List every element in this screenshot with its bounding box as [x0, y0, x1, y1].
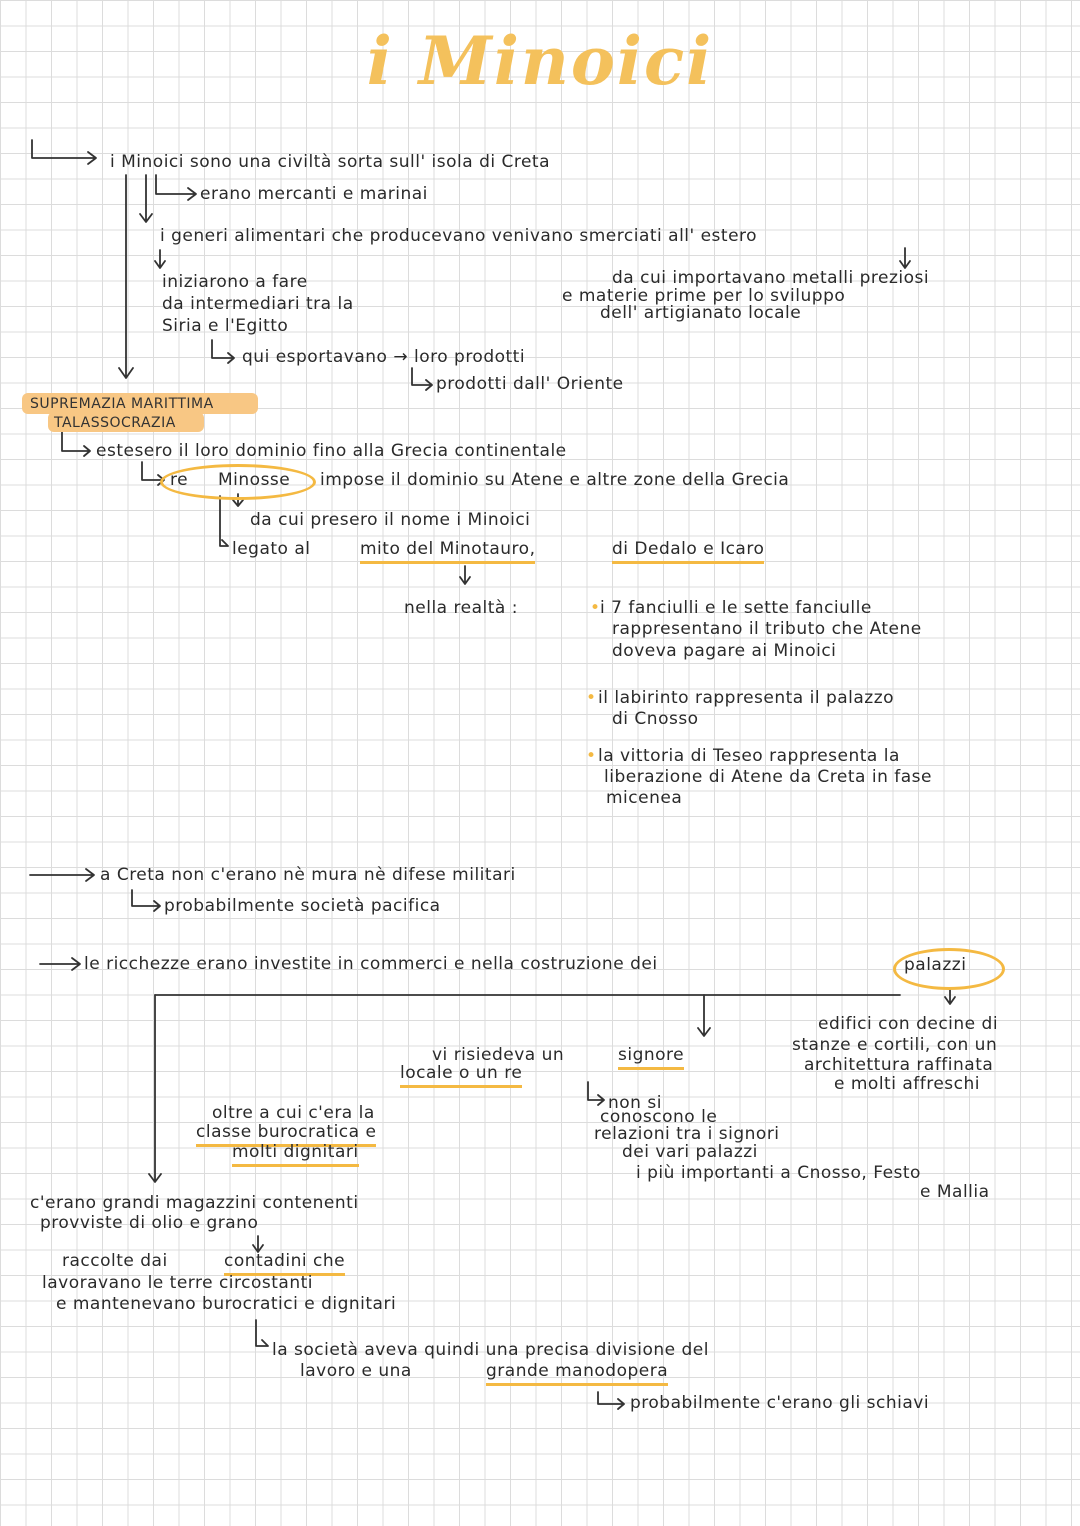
wealth-line: le ricchezze erano investite in commerci…: [84, 954, 658, 974]
raccolte-line-3: e mantenevano burocratici e dignitari: [56, 1294, 397, 1314]
dominion-line: impose il dominio su Atene e altre zone …: [320, 470, 790, 490]
intro-line: i Minoici sono una civiltà sorta sull' i…: [110, 152, 551, 172]
import-line-3: dell' artigianato locale: [600, 303, 802, 323]
raccolte-line-2: lavoravano le terre circostanti: [42, 1273, 313, 1293]
intermediari-line-2: da intermediari tra la: [162, 294, 354, 314]
legato-label: legato al: [232, 539, 311, 559]
manodopera-label: grande manodopera: [486, 1361, 669, 1386]
reality-b2-line1: il labirinto rappresenta il palazzo: [598, 688, 895, 708]
reality-label: nella realtà :: [404, 598, 518, 618]
import-line-2: e materie prime per lo sviluppo: [562, 286, 846, 306]
intermediari-line-3: Siria e l'Egitto: [162, 316, 289, 336]
pacifica-line: probabilmente società pacifica: [164, 896, 441, 916]
magazzini-line-1: c'erano grandi magazzini contenenti: [30, 1193, 359, 1213]
minosse-name: Minosse: [218, 470, 291, 490]
relazioni-4: dei vari palazzi: [622, 1142, 758, 1162]
reality-b3-line3: micenea: [606, 788, 683, 808]
signore-label: signore: [618, 1045, 685, 1070]
page-title: i Minoici: [366, 22, 714, 100]
minosse-circle: [160, 464, 316, 500]
supremazia-label: SUPREMAZIA MARITTIMA: [30, 396, 214, 412]
relazioni-5: i più importanti a Cnosso, Festo: [636, 1163, 921, 1183]
reality-b1-line3: doveva pagare ai Minoici: [612, 641, 837, 661]
palazzi-desc-3: architettura raffinata: [804, 1055, 994, 1075]
bullet-icon: •: [586, 688, 597, 708]
palazzi-desc-2: stanze e cortili, con un: [792, 1035, 998, 1055]
intro-food: i generi alimentari che producevano veni…: [160, 226, 758, 246]
societa-line-1: la società aveva quindi una precisa divi…: [272, 1340, 709, 1360]
palazzi-label: palazzi: [904, 955, 967, 975]
signore-line-a: vi risiedeva un: [432, 1045, 565, 1065]
relazioni-2: conoscono le: [600, 1107, 718, 1127]
relazioni-6: e Mallia: [920, 1182, 990, 1202]
palazzi-desc-4: e molti affreschi: [834, 1074, 981, 1094]
reality-b1-line1: i 7 fanciulli e le sette fanciulle: [600, 598, 872, 618]
relazioni-1: non si: [608, 1093, 662, 1113]
classe-line-1: oltre a cui c'era la: [212, 1103, 375, 1123]
reality-b3-line2: liberazione di Atene da Creta in fase: [604, 767, 932, 787]
palazzi-circle: [893, 948, 1005, 990]
classe-line-3: molti dignitari: [232, 1142, 359, 1167]
classe-line-2: classe burocratica e: [196, 1122, 377, 1147]
highlight-marker-2: [48, 412, 204, 432]
bullet-icon: •: [590, 598, 601, 618]
nome-line: da cui presero il nome i Minoici: [250, 510, 531, 530]
reality-b1-line2: rappresentano il tributo che Atene: [612, 619, 922, 639]
prodotti-line: prodotti dall' Oriente: [436, 374, 624, 394]
relazioni-3: relazioni tra i signori: [594, 1124, 780, 1144]
talassocrazia-label: TALASSOCRAZIA: [54, 415, 176, 431]
reality-b2-line2: di Cnosso: [612, 709, 699, 729]
export-line: qui esportavano → loro prodotti: [242, 347, 526, 367]
import-line-1: da cui importavano metalli preziosi: [612, 268, 930, 288]
locale-re-line: locale o un re: [400, 1063, 523, 1088]
mito-label: mito del Minotauro,: [360, 539, 536, 564]
dedalo-label: di Dedalo e Icaro: [612, 539, 765, 564]
highlight-marker: [22, 393, 258, 414]
palazzi-desc-1: edifici con decine di: [818, 1014, 999, 1034]
bullet-icon: •: [586, 746, 597, 766]
contadini-label: contadini che: [224, 1251, 346, 1276]
crete-line: a Creta non c'erano nè mura nè difese mi…: [100, 865, 516, 885]
societa-line-2a: lavoro e una: [300, 1361, 412, 1381]
magazzini-line-2: provviste di olio e grano: [40, 1213, 259, 1233]
expansion-line: estesero il loro dominio fino alla Greci…: [96, 441, 567, 461]
schiavi-line: probabilmente c'erano gli schiavi: [630, 1393, 930, 1413]
intermediari-line-1: iniziarono a fare: [162, 272, 308, 292]
intro-merchants: erano mercanti e marinai: [200, 184, 428, 204]
reality-b3-line1: la vittoria di Teseo rappresenta la: [598, 746, 900, 766]
raccolte-line-1: raccolte dai: [62, 1251, 168, 1271]
